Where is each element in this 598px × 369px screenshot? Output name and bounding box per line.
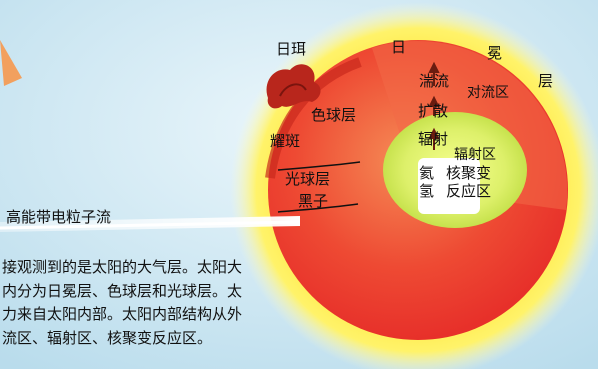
flow-arrows xyxy=(428,61,440,150)
caption-line: 接观测到的是太阳的大气层。太阳大 xyxy=(2,258,243,276)
caption-line: 力来自太阳内部。太阳内部结构从外 xyxy=(2,305,243,323)
photosphere-bracket-low xyxy=(277,203,359,213)
label-radiation-zone: 辐射区 xyxy=(454,147,496,163)
label-sunspot: 黑子 xyxy=(298,192,329,210)
label-particle-stream: 高能带电粒子流 xyxy=(6,208,112,226)
comet-wedge xyxy=(0,40,22,86)
chromosphere-band xyxy=(265,57,362,179)
label-photosphere: 光球层 xyxy=(285,170,331,188)
label-corona-1: 日 xyxy=(391,38,407,56)
core-region xyxy=(418,158,480,214)
caption-text: 接观测到的是太阳的大气层。太阳大 内分为日冕层、色球层和光球层。太 力来自太阳内… xyxy=(2,256,342,350)
label-helium: 氦 xyxy=(419,164,435,182)
label-corona-2: 冕 xyxy=(487,44,503,62)
photosphere-bracket xyxy=(277,161,361,171)
label-chromosphere: 色球层 xyxy=(311,106,357,124)
label-radiation-arrow: 辐射 xyxy=(418,130,449,148)
label-convection-zone: 对流区 xyxy=(467,85,509,101)
particle-beam-line xyxy=(0,220,301,230)
caption-line: 流区、辐射区、核聚变反应区。 xyxy=(2,328,213,347)
prominence xyxy=(266,64,321,109)
label-hydrogen: 氢 xyxy=(419,182,435,200)
prominence-detail xyxy=(279,83,307,97)
label-flare: 耀斑 xyxy=(270,132,301,150)
label-fusion: 核聚变 xyxy=(446,164,492,182)
caption-line: 内分为日冕层、色球层和光球层。太 xyxy=(2,281,243,300)
label-prominence: 日珥 xyxy=(276,40,307,58)
label-turbulence: 湍流 xyxy=(419,72,450,90)
label-diffusion: 扩散 xyxy=(418,102,449,120)
label-reaction-zone: 反应区 xyxy=(446,182,492,200)
label-corona-3: 层 xyxy=(538,72,554,90)
